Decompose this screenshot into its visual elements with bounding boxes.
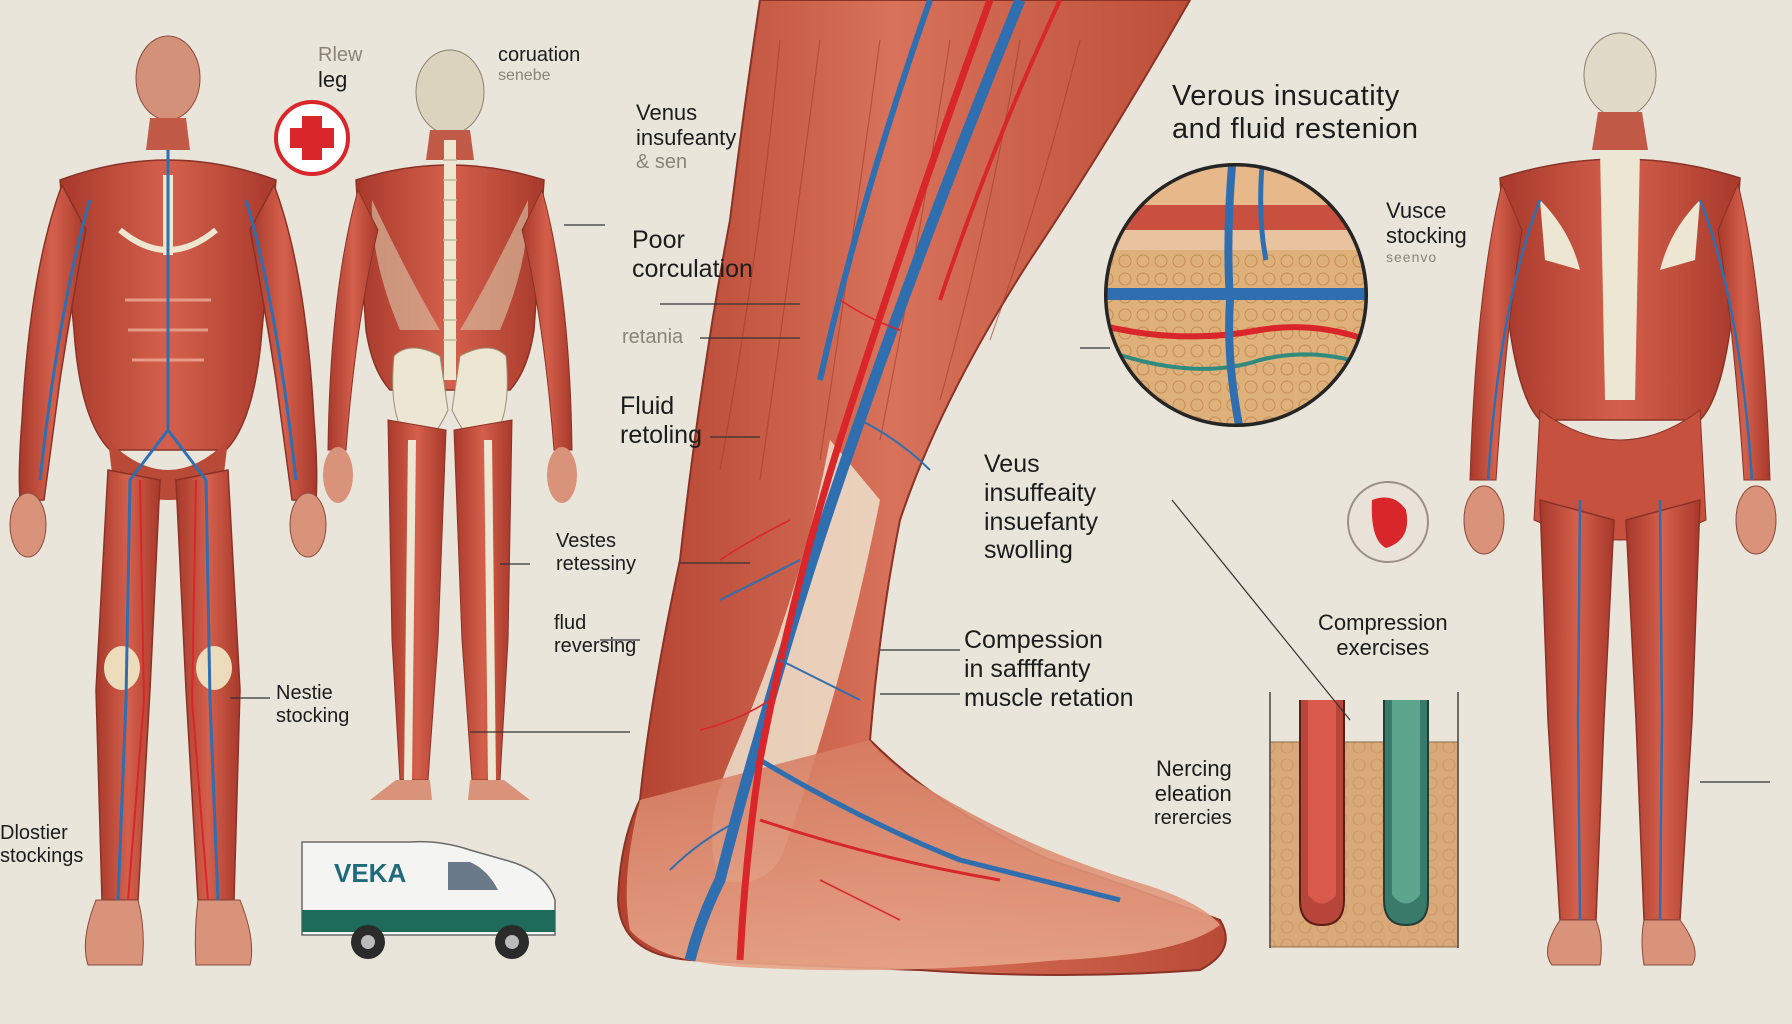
leader-lines [230, 224, 1770, 783]
delivery-van-icon: VEKA [301, 840, 556, 959]
label-vusce-stocking: Vusce stocking seenvo [1386, 198, 1467, 265]
label-nestie-stocking: Nestie stocking [276, 682, 350, 727]
label-compression-exercises: Compression exercises [1318, 610, 1448, 661]
label-poor-circulation: Poor corculation [632, 226, 753, 283]
label-flud-reversing: flud reversing [554, 612, 637, 657]
label-venous-insufficiency-1: Venus insufeanty & sen [636, 100, 737, 173]
label-vestes: Vestes retessiny [556, 530, 637, 575]
compression-tube-diagram [1269, 692, 1459, 948]
label-dlostier-stockings: Dlostier stockings [0, 822, 84, 867]
label-nercing: Nercing eleation rerercies [1154, 756, 1232, 829]
diagram-title: Verous insucatity and fluid restenion [1172, 80, 1419, 146]
van-brand: VEKA [334, 858, 406, 888]
label-coruation: coruation senebe [498, 44, 581, 84]
label-top-leg: Rlew leg [318, 44, 363, 92]
tissue-cross-section [1104, 163, 1368, 427]
label-retania: retania [622, 326, 684, 348]
red-magnifier-icon [1347, 481, 1429, 563]
label-venus-swolling: Veus insuffeaity insuefanty swolling [984, 450, 1098, 565]
back-skeleton-figure [323, 49, 577, 800]
right-back-figure [1463, 32, 1777, 966]
label-compession: Compession in saffffanty muscle retation [964, 626, 1134, 712]
red-cross-icon [274, 100, 350, 176]
label-fluid-retoling: Fluid retoling [620, 392, 702, 449]
front-figure [9, 35, 327, 966]
leg-illustration [616, 0, 1227, 976]
